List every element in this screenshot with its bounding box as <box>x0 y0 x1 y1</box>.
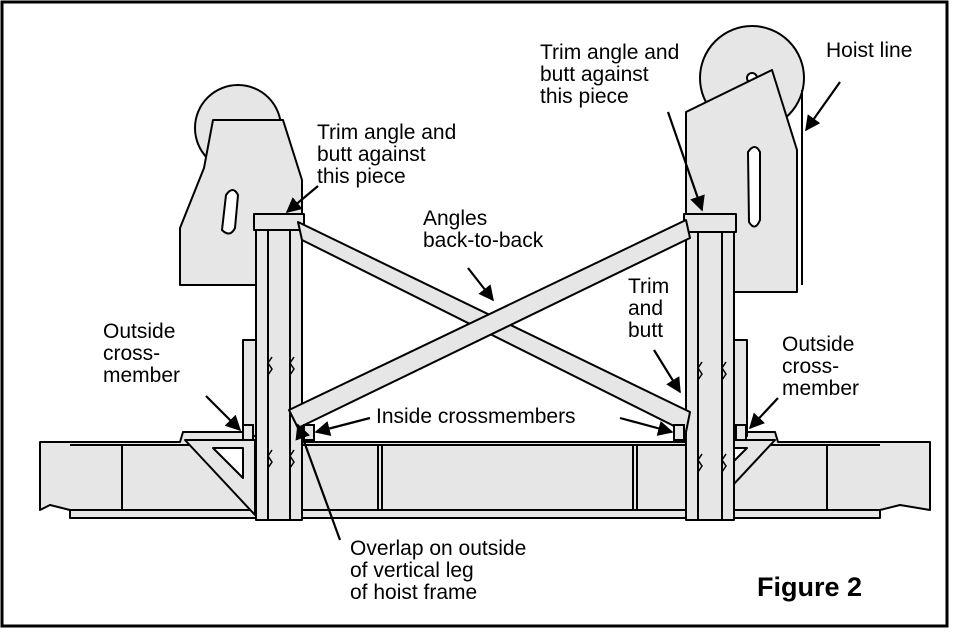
right-column <box>685 214 735 521</box>
left-column <box>255 214 303 521</box>
label-angles-back-to-back: Angles back-to-back <box>423 207 544 252</box>
label-trim-and-butt: Trim and butt <box>628 275 670 342</box>
left-cap-plate <box>253 213 305 231</box>
leader-overlap <box>295 423 342 541</box>
left-gusset-cutout <box>212 447 244 479</box>
break-mark <box>267 356 273 376</box>
outside-crossmember-clip-left <box>242 424 254 441</box>
break-mark <box>267 449 273 469</box>
right-column-side <box>733 339 748 437</box>
label-outside-crossmember-left: Outside cross- member <box>103 320 181 387</box>
label-hoist-line: Hoist line <box>826 39 913 62</box>
figure-title: Figure 2 <box>757 572 863 602</box>
leader-angles-back-to-back <box>467 267 494 302</box>
break-mark <box>697 361 703 381</box>
outside-crossmember-clip-right <box>735 424 747 441</box>
left-plate-slot <box>221 189 239 235</box>
label-trim-angle-left: Trim angle and butt against this piece <box>317 121 457 188</box>
right-cap-plate <box>683 213 737 233</box>
leader-trim-angle-right <box>666 111 705 212</box>
diagonal-angle-rising <box>288 219 691 429</box>
left-column-side <box>242 339 257 437</box>
label-outside-crossmember-right: Outside cross- member <box>782 333 860 400</box>
break-mark <box>697 453 703 473</box>
break-mark <box>721 361 727 381</box>
label-inside-crossmembers: Inside crossmembers <box>376 405 576 428</box>
leader-outside-crossmember-right <box>748 397 779 430</box>
leader-inside-crossmember-left <box>314 416 371 436</box>
leader-outside-crossmember-left <box>205 395 242 432</box>
inside-crossmember-clip-left <box>303 424 315 441</box>
leader-trim-and-butt <box>653 349 681 394</box>
right-plate-slot <box>747 146 761 228</box>
leader-trim-angle-left <box>285 185 319 213</box>
break-mark <box>721 453 727 473</box>
break-mark <box>289 449 295 469</box>
label-trim-angle-right: Trim angle and butt against this piece <box>540 41 680 108</box>
break-mark <box>289 356 295 376</box>
inside-crossmember-clip-right <box>673 424 685 441</box>
leader-inside-crossmember-right <box>619 416 674 436</box>
label-overlap-note: Overlap on outside of vertical leg of ho… <box>350 537 527 604</box>
leader-hoist-line <box>805 81 841 132</box>
